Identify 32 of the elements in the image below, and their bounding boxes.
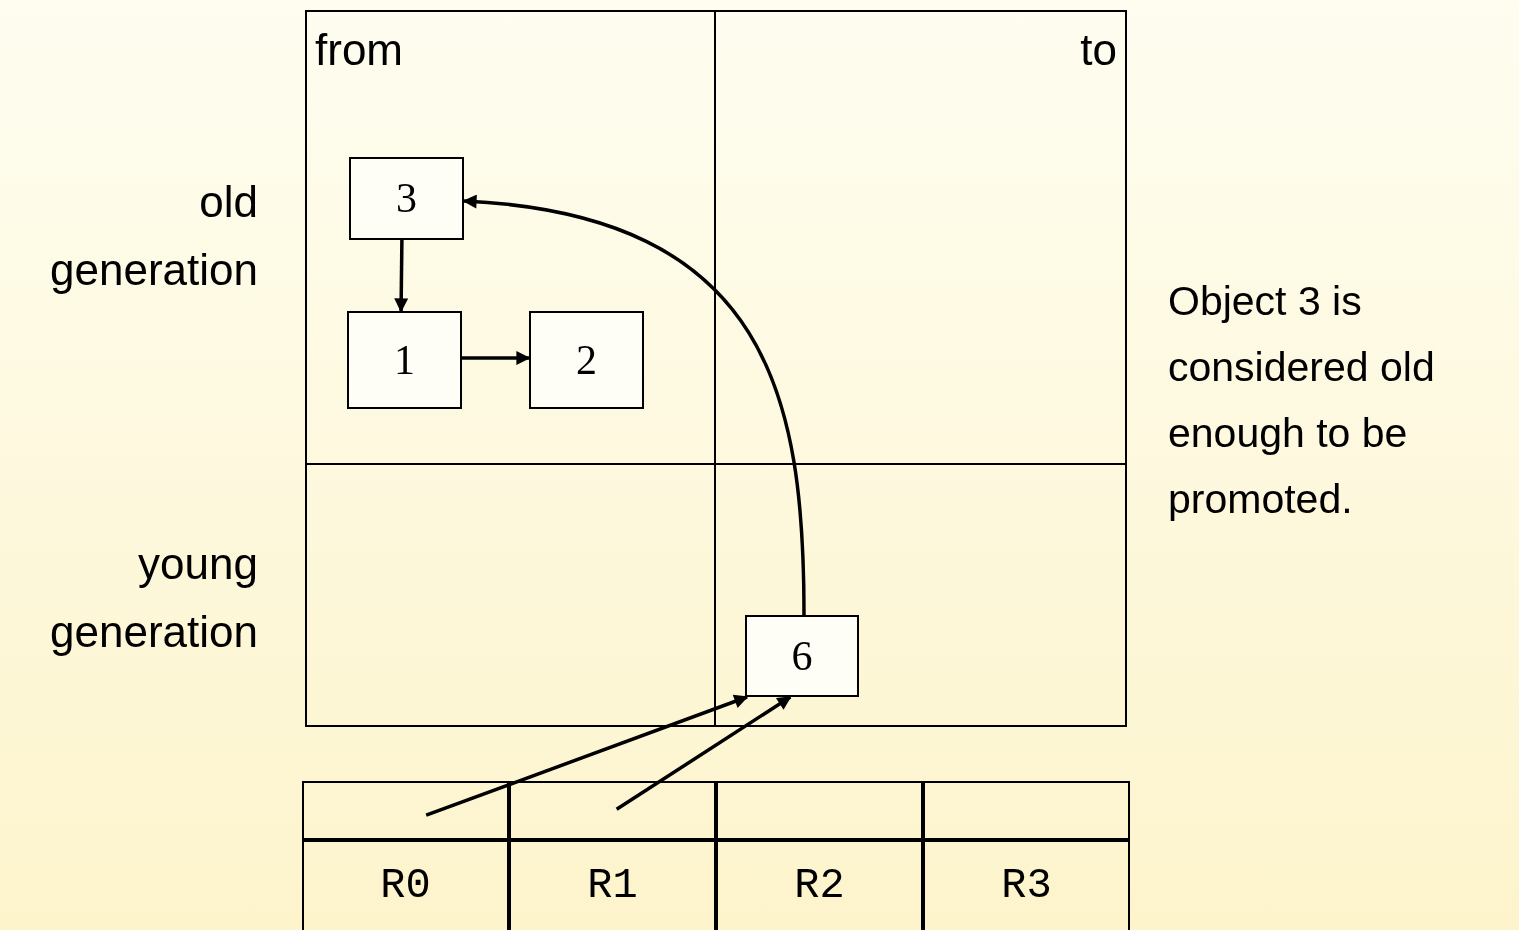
object-number: 1 <box>394 335 415 385</box>
pointer-slot <box>509 781 716 840</box>
object-number: 3 <box>396 174 417 223</box>
register-name: R2 <box>794 861 845 912</box>
arrow <box>615 695 792 811</box>
note-text: Object 3 is considered old enough to be promoted. <box>1168 277 1436 524</box>
pointer-slot <box>716 781 923 840</box>
arrow <box>462 195 806 616</box>
arrow <box>425 694 749 817</box>
memory-region <box>716 10 1127 727</box>
pointer-slot <box>302 781 509 840</box>
object-box <box>349 157 464 240</box>
object-box <box>745 615 859 697</box>
register-name: R0 <box>380 861 431 912</box>
register-cell <box>716 840 923 930</box>
pointer-slot <box>923 781 1130 840</box>
register-cell <box>509 840 716 930</box>
row-label: young generation <box>49 538 258 658</box>
register-cell <box>302 840 509 930</box>
register-name: R1 <box>587 861 638 912</box>
region-heading: to <box>1080 24 1117 76</box>
row-label: old generation <box>49 176 258 296</box>
arrow <box>394 239 409 313</box>
object-number: 6 <box>791 631 813 681</box>
register-cell <box>923 840 1130 930</box>
arrow <box>462 351 531 366</box>
region-heading: from <box>315 24 403 76</box>
memory-region <box>305 10 716 727</box>
object-box <box>347 311 462 409</box>
object-number: 2 <box>576 335 597 385</box>
register-name: R3 <box>1001 861 1052 912</box>
object-box <box>529 311 644 409</box>
